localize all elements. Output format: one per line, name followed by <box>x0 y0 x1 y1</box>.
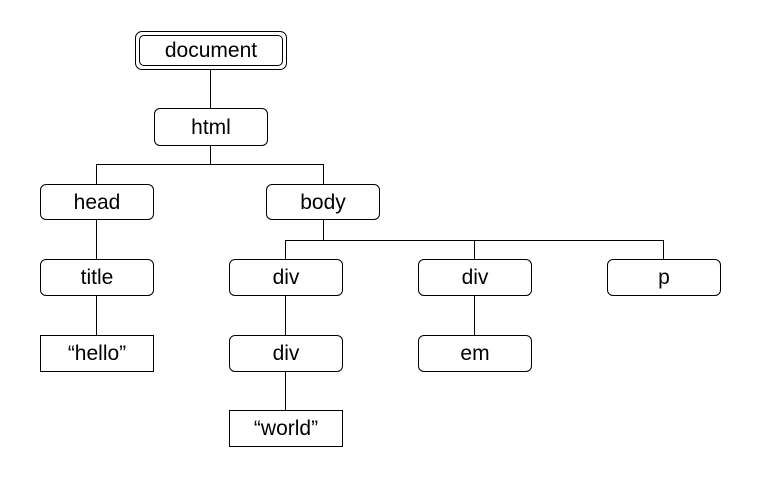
node-html: html <box>154 108 268 146</box>
node-text-world: “world” <box>229 410 343 447</box>
node-title-label: title <box>80 266 114 289</box>
node-div-b: div <box>418 259 532 296</box>
node-body: body <box>266 184 380 220</box>
node-document-label: document <box>164 39 258 62</box>
node-p: p <box>607 259 721 296</box>
node-document: document <box>135 31 287 70</box>
node-html-label: html <box>191 115 231 139</box>
node-div-b-label: div <box>461 266 489 289</box>
node-head-label: head <box>73 190 121 214</box>
node-text-hello: “hello” <box>40 335 154 372</box>
node-text-hello-label: “hello” <box>67 342 127 365</box>
node-div-inner-label: div <box>272 342 300 365</box>
node-div-a: div <box>229 259 343 296</box>
node-div-a-label: div <box>272 266 300 289</box>
node-head: head <box>40 184 154 220</box>
node-p-label: p <box>658 266 670 289</box>
node-text-world-label: “world” <box>253 417 319 440</box>
node-em-label: em <box>460 342 490 365</box>
node-body-label: body <box>300 190 346 214</box>
node-div-inner: div <box>229 335 343 372</box>
node-document-inner: document <box>139 35 283 66</box>
node-em: em <box>418 335 532 372</box>
node-title: title <box>40 259 154 296</box>
